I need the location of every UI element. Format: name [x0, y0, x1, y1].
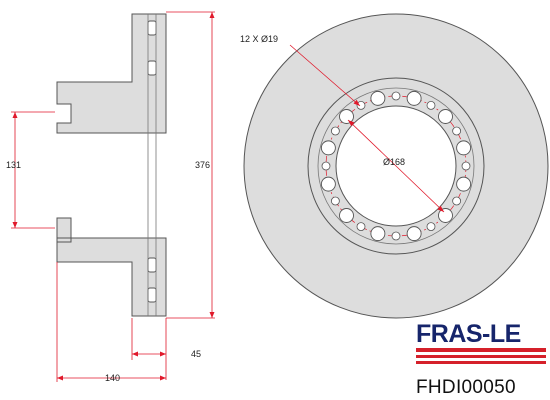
small-hole — [426, 100, 436, 110]
bolt-hole — [406, 226, 422, 242]
bolt-hole — [438, 208, 453, 223]
bolt-hole — [339, 109, 354, 124]
brand-name: FRAS-LE — [416, 320, 521, 348]
side-view-bottom-flange — [56, 217, 72, 239]
dimension-label-hub-height: 45 — [191, 349, 201, 359]
dimension-label-overall-height: 140 — [105, 373, 120, 383]
small-hole — [461, 161, 471, 171]
side-view-bottom-hub — [56, 237, 167, 317]
bolt-hole — [339, 208, 354, 223]
bolt-hole — [438, 109, 453, 124]
small-hole — [391, 91, 401, 101]
dimension-label-hub-bore: 131 — [6, 160, 21, 170]
bolt-hole — [370, 90, 386, 106]
small-hole — [330, 196, 340, 206]
small-hole — [356, 100, 366, 110]
dimension-label-hole-spec: 12 X Ø19 — [240, 34, 278, 44]
small-hole — [321, 161, 331, 171]
side-view-dimensions — [11, 11, 215, 382]
front-view-dimensions — [289, 44, 445, 213]
brand-logo: FRAS-LE — [416, 320, 546, 364]
small-hole — [391, 231, 401, 241]
small-hole — [330, 126, 340, 136]
side-view-top-ring — [56, 13, 167, 134]
bolt-hole — [456, 176, 472, 192]
bolt-hole — [456, 140, 472, 156]
part-number: FHDI00050 — [416, 377, 516, 398]
small-hole — [356, 222, 366, 232]
bolt-holes — [320, 90, 472, 242]
brand-stripes — [416, 348, 546, 364]
bolt-hole — [320, 176, 336, 192]
bolt-hole — [370, 226, 386, 242]
dimension-label-bolt-circle: Ø168 — [383, 157, 405, 167]
small-hole — [426, 222, 436, 232]
small-hole — [452, 196, 462, 206]
small-hole — [452, 126, 462, 136]
dimension-label-outer-diameter: 376 — [195, 160, 210, 170]
bolt-hole — [406, 90, 422, 106]
bolt-hole — [320, 140, 336, 156]
side-view — [56, 13, 167, 317]
